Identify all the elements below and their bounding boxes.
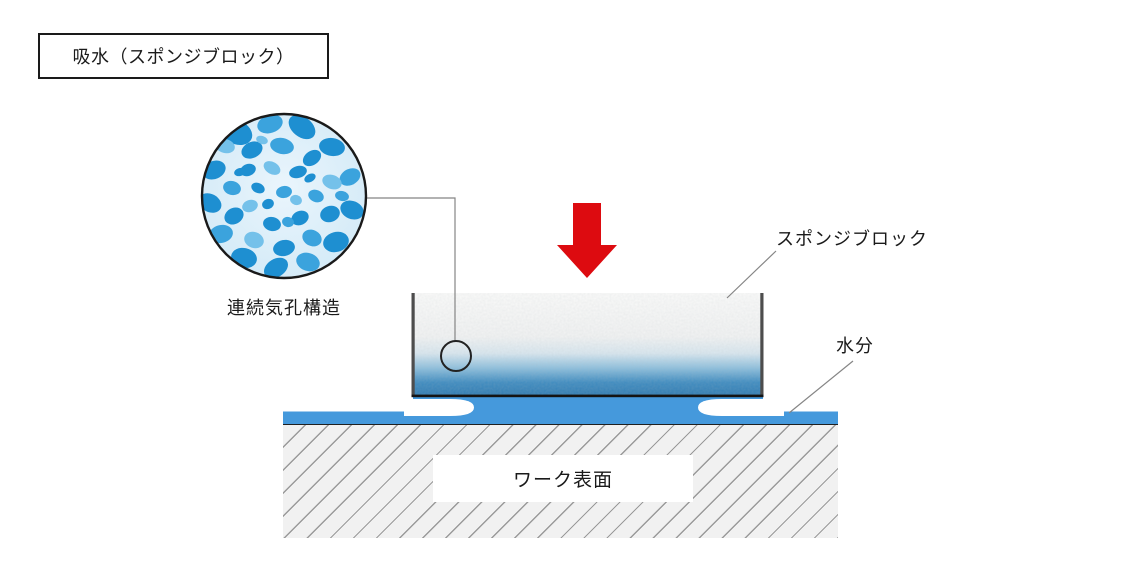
water-layer bbox=[283, 397, 838, 424]
work-surface-label-box: ワーク表面 bbox=[433, 455, 693, 502]
sponge-pore-micrograph bbox=[200, 112, 368, 280]
water-leader-line bbox=[788, 360, 854, 414]
pore-structure-caption: 連続気孔構造 bbox=[227, 298, 341, 318]
diagram-title: 吸水（スポンジブロック） bbox=[72, 47, 295, 67]
sponge-leader-line bbox=[726, 250, 777, 299]
inset-connector-line bbox=[366, 197, 456, 341]
water-gap-right bbox=[698, 399, 784, 416]
pore-texture bbox=[202, 114, 364, 278]
moisture-label: 水分 bbox=[836, 336, 874, 356]
sponge-block bbox=[411, 293, 764, 398]
work-surface-label: ワーク表面 bbox=[512, 470, 613, 491]
diagram-title-box: 吸水（スポンジブロック） bbox=[38, 33, 329, 79]
water-gap-left bbox=[404, 399, 474, 416]
sponge-detail-marker bbox=[440, 340, 472, 372]
press-down-arrow-icon bbox=[557, 203, 617, 278]
sponge-block-label: スポンジブロック bbox=[776, 229, 928, 249]
